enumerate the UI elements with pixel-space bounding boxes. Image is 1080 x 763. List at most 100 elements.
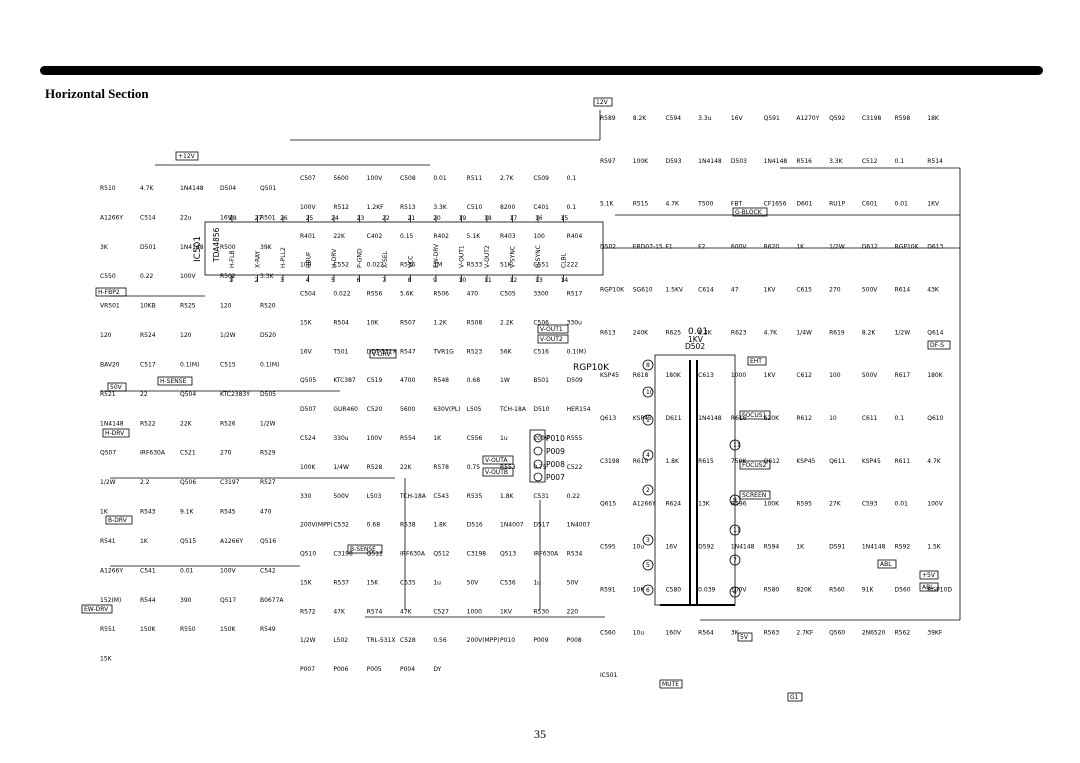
component-label: 1KV	[764, 372, 777, 379]
component-label: R549	[260, 626, 276, 633]
component-label: IC501	[600, 672, 618, 679]
ic-pin-number-top: 27	[255, 215, 263, 222]
component-label: L502	[333, 637, 348, 644]
component-label: C614	[698, 286, 714, 293]
component-label: 16V	[665, 544, 678, 551]
component-label: 1K	[100, 509, 109, 516]
component-label: 2.2K	[500, 319, 515, 326]
component-label: R502	[220, 273, 236, 280]
component-label: 1000	[467, 608, 482, 615]
ic501-body	[204, 221, 604, 276]
ic-pin-number-top: 28	[229, 215, 237, 222]
net-label: V-OUTB	[485, 469, 508, 476]
component-label: R528	[367, 464, 383, 471]
component-label: 0.1	[567, 204, 577, 211]
fbt-pin-number: 4	[733, 589, 737, 596]
component-label: 0.56	[433, 637, 447, 644]
fbt-part: D502	[685, 342, 705, 351]
component-label: IRF630A	[140, 450, 166, 457]
net-label: V-OUT1	[540, 326, 563, 333]
component-label: D509	[567, 377, 583, 384]
component-label: 0.022	[333, 291, 350, 298]
fbt-pin-number: 1	[646, 417, 650, 424]
ic-pin-number-top: 24	[331, 215, 339, 222]
fbt-pin	[642, 534, 654, 546]
component-label: 152(M)	[100, 597, 121, 604]
fbt-pin-number: 2	[646, 487, 650, 494]
component-label: 0.01	[433, 175, 447, 182]
component-label: 1N4148	[100, 420, 124, 427]
component-label: 10KB	[140, 303, 156, 310]
component-label: R403	[500, 233, 516, 240]
component-label: C542	[260, 567, 276, 574]
component-label: RGP10D	[927, 586, 952, 593]
component-label: C531	[533, 493, 549, 500]
ic-pin-number-top: 25	[306, 215, 314, 222]
component-label: R506	[433, 291, 449, 298]
component-label: C601	[862, 201, 878, 208]
component-label: KSP45	[633, 415, 652, 422]
component-label: D504	[220, 185, 236, 192]
component-label: Q592	[829, 115, 845, 122]
component-label: 1N4007	[567, 522, 591, 529]
ic-pin-name: HBUF	[306, 251, 313, 268]
component-label: Q614	[927, 329, 943, 336]
net-flag	[739, 410, 771, 420]
net-flag	[347, 544, 383, 554]
fbt-pin	[642, 449, 654, 461]
component-label: 220	[567, 608, 579, 615]
component-label: Q501	[260, 185, 276, 192]
component-label: VR501	[100, 303, 120, 310]
component-label: R595	[796, 501, 812, 508]
component-label: R611	[895, 458, 911, 465]
component-label: 0.22	[140, 273, 154, 280]
component-label: R555	[567, 435, 583, 442]
net-flag	[739, 490, 771, 500]
component-label: Q512	[433, 551, 449, 558]
component-label: T500	[697, 201, 713, 208]
component-label: 470	[260, 509, 272, 516]
component-label: 630V(PL)	[433, 406, 460, 413]
ic-pin-name: V-SYNC	[510, 246, 517, 268]
component-label: C504	[300, 291, 316, 298]
component-label: 22	[140, 391, 148, 398]
dy-connector-body	[529, 429, 546, 483]
component-label: 3K	[731, 629, 740, 636]
component-label: R516	[796, 158, 812, 165]
component-label: IRF630A	[400, 551, 426, 558]
component-label: R556	[367, 291, 383, 298]
component-label: 47	[731, 286, 739, 293]
fbt-pin-number: 11	[733, 527, 741, 534]
component-label: R536	[400, 262, 416, 269]
component-label: 4.7K	[927, 458, 942, 465]
component-label: R574	[367, 608, 383, 615]
component-label: 100V	[180, 273, 196, 280]
component-label: C593	[862, 501, 878, 508]
component-label: 100V	[300, 204, 316, 211]
component-label: D520	[260, 332, 276, 339]
component-label: R625	[665, 329, 681, 336]
component-label: 1N4148	[862, 544, 886, 551]
ic-pin-name: P-GND	[357, 248, 364, 268]
component-label: 16V	[300, 348, 313, 355]
component-label: R618	[633, 372, 649, 379]
component-label: R560	[829, 586, 845, 593]
fbt-pin-number: 3	[646, 537, 650, 544]
component-label: 1K	[796, 544, 805, 551]
component-label: R511	[467, 175, 483, 182]
component-label: 1.5K	[927, 544, 942, 551]
component-label: 200V(MPP)	[467, 637, 500, 644]
component-label: 91K	[862, 586, 875, 593]
component-label: TRL-531X	[366, 637, 396, 644]
fbt-pin-number: 5	[646, 562, 650, 569]
net-flag	[732, 207, 768, 217]
component-label: D611	[665, 415, 681, 422]
ic-pin-number-bottom: 14	[561, 277, 569, 284]
component-label: R514	[927, 158, 943, 165]
ic-pin-number-bottom: 11	[484, 277, 492, 284]
component-label: A1266Y	[100, 567, 123, 574]
ic-pin-number-top: 23	[357, 215, 365, 222]
component-label: 0.68	[467, 377, 481, 384]
component-label: C615	[796, 286, 812, 293]
